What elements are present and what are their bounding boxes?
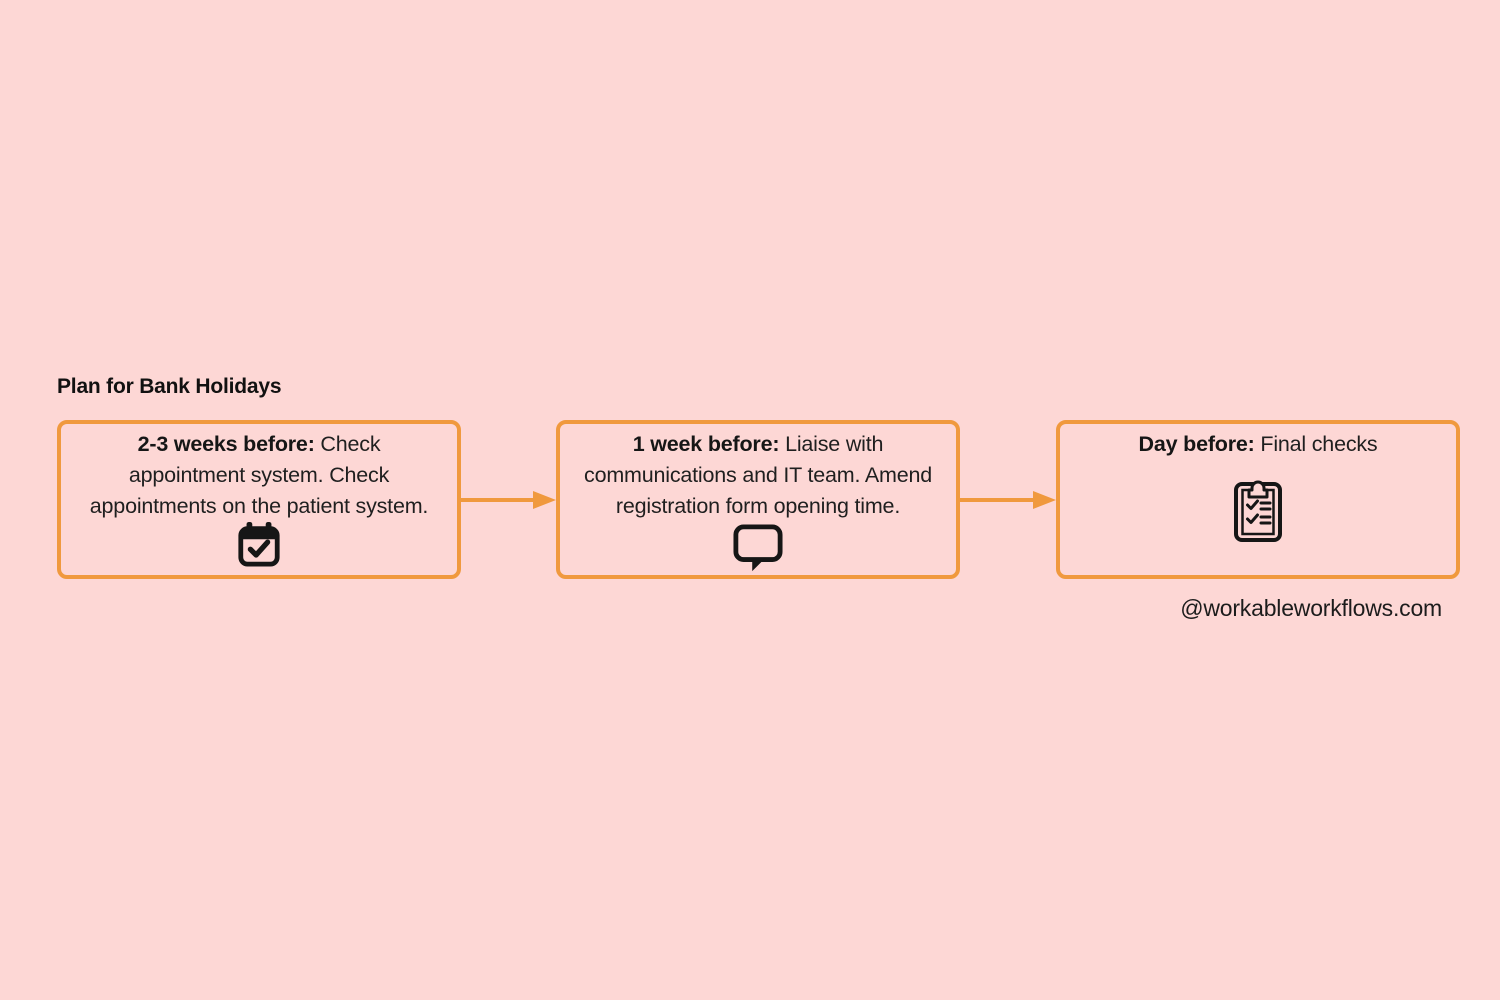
step-text: 1 week before: Liaise with communication… <box>584 429 932 522</box>
clipboard-checklist-icon <box>1234 480 1282 542</box>
flow-step-1-week-before: 1 week before: Liaise with communication… <box>556 420 960 579</box>
step-body: Final checks <box>1254 432 1378 456</box>
step-label: 1 week before: <box>632 432 780 456</box>
watermark: @workableworkflows.com <box>1180 595 1442 621</box>
flow-arrow-2 <box>959 491 1056 509</box>
flow-step-2-3-weeks-before: 2-3 weeks before: Check appointment syst… <box>57 420 461 579</box>
page-title: Plan for Bank Holidays <box>57 375 282 398</box>
calendar-check-icon <box>238 521 280 567</box>
step-body: Check appointment system. Check appointm… <box>89 432 429 518</box>
step-body: Liaise with communications and IT team. … <box>584 432 932 518</box>
flow-step-day-before: Day before: Final checks <box>1056 420 1460 579</box>
step-text: 2-3 weeks before: Check appointment syst… <box>89 429 429 522</box>
step-text: Day before: Final checks <box>1139 429 1378 460</box>
step-label: Day before: <box>1138 432 1255 456</box>
speech-bubble-icon <box>733 524 783 572</box>
step-label: 2-3 weeks before: <box>137 432 315 456</box>
flow-arrow-1 <box>460 491 556 509</box>
